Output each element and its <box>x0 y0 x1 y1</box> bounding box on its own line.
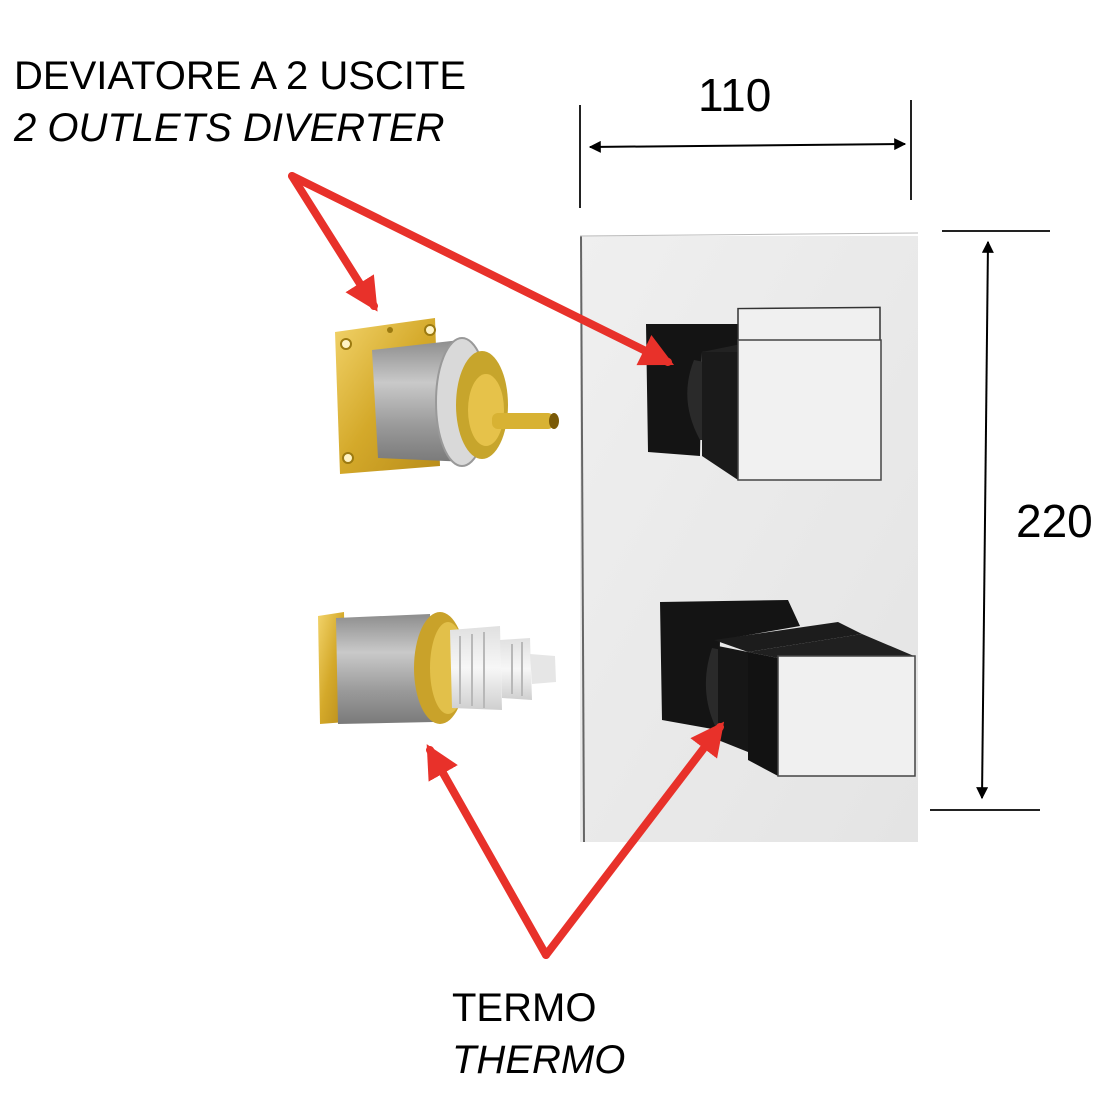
height-dimension-value: 220 <box>1016 495 1093 547</box>
thermo-label-english: THERMO <box>452 1038 626 1082</box>
thermostatic-cartridge <box>318 612 556 724</box>
diverter-label-italian: DEVIATORE A 2 USCITE <box>14 54 466 98</box>
diverter-cartridge <box>335 318 559 474</box>
diverter-label-english: 2 OUTLETS DIVERTER <box>14 106 445 150</box>
diverter-knob <box>646 306 882 481</box>
width-dimension <box>579 100 912 208</box>
thermo-label-italian: TERMO <box>452 986 597 1030</box>
width-dimension-value: 110 <box>698 69 772 121</box>
height-dimension <box>930 230 1050 811</box>
callout-arrows <box>288 172 725 959</box>
thermostat-knob <box>660 600 916 777</box>
